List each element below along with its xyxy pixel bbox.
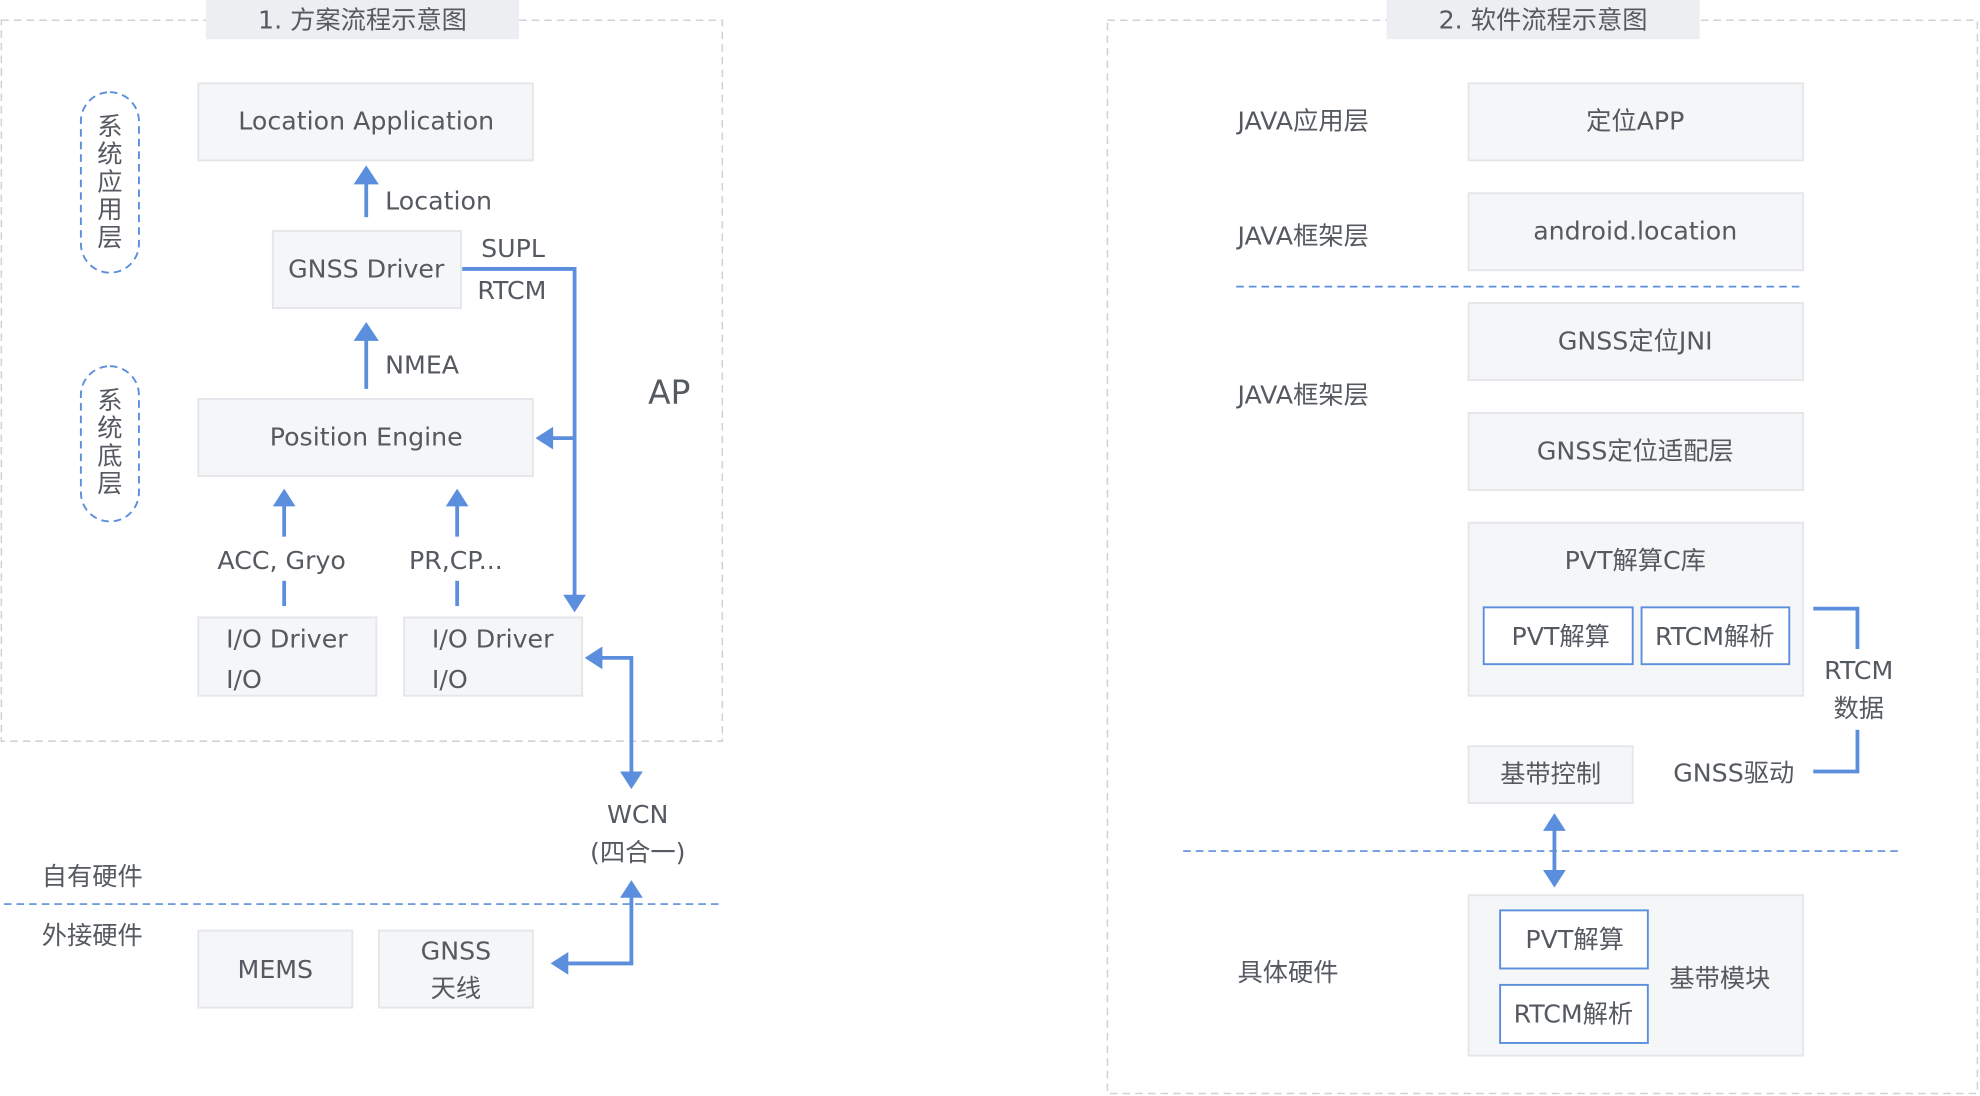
layer-app-char: 层 bbox=[97, 223, 122, 252]
ap-label: AP bbox=[648, 374, 690, 412]
arrow-down-icon bbox=[620, 771, 643, 790]
location-application-label: Location Application bbox=[238, 107, 494, 136]
io-driver-box-1 bbox=[197, 616, 378, 697]
android-location-box bbox=[1467, 192, 1805, 272]
gnss-antenna-box bbox=[377, 929, 534, 1009]
external-hardware-label: 外接硬件 bbox=[42, 921, 143, 950]
hw-pvt-solve-box bbox=[1499, 909, 1649, 970]
layer-base-char: 统 bbox=[97, 414, 122, 443]
pvt-solve-box bbox=[1482, 606, 1634, 666]
position-engine-box bbox=[197, 398, 534, 477]
hw-rtcm-parse-box bbox=[1499, 983, 1649, 1044]
gnss-antenna-label: GNSS bbox=[421, 936, 492, 965]
panel-title-box bbox=[1386, 0, 1700, 40]
layer-base-pill bbox=[79, 365, 140, 523]
arrow-up-icon bbox=[1543, 813, 1566, 831]
io-label: I/O bbox=[432, 665, 468, 694]
gnss-driver-label: GNSS Driver bbox=[288, 254, 445, 283]
arrow-up-icon bbox=[353, 165, 379, 185]
location-application-box bbox=[197, 82, 534, 162]
gnss-jni-box bbox=[1467, 302, 1805, 382]
arrow-down-icon bbox=[1543, 869, 1566, 888]
rtcm-parse-box bbox=[1640, 606, 1791, 666]
android-location-label: android.location bbox=[1533, 217, 1737, 246]
location-label: Location bbox=[385, 186, 492, 215]
arrow-up-icon bbox=[620, 880, 643, 898]
wcn-label: WCN bbox=[607, 800, 669, 829]
baseband-control-box bbox=[1467, 745, 1634, 805]
baseband-control-label: 基带控制 bbox=[1500, 760, 1601, 789]
acc-gryo-label: ACC, Gryo bbox=[217, 546, 345, 575]
hw-pvt-solve-label: PVT解算 bbox=[1525, 925, 1623, 954]
java-framework-layer-label: JAVA框架层 bbox=[1235, 381, 1368, 410]
hw-rtcm-parse-label: RTCM解析 bbox=[1514, 999, 1634, 1028]
arrow-left-icon bbox=[535, 426, 554, 450]
wcn-sub-label: (四合一) bbox=[590, 838, 685, 867]
io-label: I/O bbox=[226, 665, 262, 694]
layer-base-char: 底 bbox=[97, 441, 122, 470]
arrow-up-icon bbox=[272, 488, 296, 507]
pvt-lib-label: PVT解算C库 bbox=[1565, 546, 1706, 575]
mems-box bbox=[197, 929, 354, 1009]
panel-title: 1. 方案流程示意图 bbox=[258, 6, 467, 35]
baseband-module-label: 基带模块 bbox=[1669, 964, 1770, 993]
arrow-up-icon bbox=[353, 321, 379, 341]
position-engine-label: Position Engine bbox=[270, 422, 463, 451]
layer-base-char: 层 bbox=[97, 469, 122, 498]
layer-app-char: 应 bbox=[97, 167, 122, 196]
wcn-antenna-line bbox=[567, 896, 634, 966]
io-driver-label: I/O Driver bbox=[432, 624, 554, 653]
hardware-label: 具体硬件 bbox=[1237, 958, 1338, 987]
rtcm-data-bg bbox=[1815, 649, 1905, 730]
layer-app-char: 系 bbox=[97, 112, 122, 141]
pr-cp-label: PR,CP... bbox=[409, 546, 503, 575]
rtcm-data-label: RTCM bbox=[1824, 656, 1893, 685]
io-wcn-line bbox=[599, 655, 634, 773]
locate-app-box bbox=[1467, 82, 1805, 162]
gnss-antenna-label: 天线 bbox=[431, 974, 482, 1003]
own-hardware-label: 自有硬件 bbox=[42, 862, 143, 891]
supl-label: SUPL bbox=[481, 234, 545, 263]
gnss-adapter-label: GNSS定位适配层 bbox=[1537, 436, 1734, 465]
java-app-layer-label: JAVA应用层 bbox=[1235, 107, 1368, 136]
gnss-adapter-box bbox=[1467, 411, 1805, 491]
gnss-jni-label: GNSS定位JNI bbox=[1558, 326, 1713, 355]
rtcm-label: RTCM bbox=[477, 276, 546, 305]
solution-flow-panel: 1. 方案流程示意图 系 统 应 用 层 系 统 底 层 Location Ap… bbox=[0, 0, 724, 742]
rtcm-parse-label: RTCM解析 bbox=[1655, 622, 1775, 651]
arrow-up-icon bbox=[445, 488, 469, 507]
layer-base-char: 系 bbox=[97, 386, 122, 415]
supl-rtcm-line bbox=[462, 267, 577, 596]
arrow-left-icon bbox=[550, 952, 569, 975]
layer-app-pill bbox=[79, 91, 140, 274]
gnss-drive-label: GNSS驱动 bbox=[1673, 758, 1794, 787]
panel-title: 2. 软件流程示意图 bbox=[1439, 6, 1648, 35]
layer-app-char: 用 bbox=[97, 195, 122, 224]
locate-app-label: 定位APP bbox=[1586, 107, 1684, 136]
software-flow-panel: 2. 软件流程示意图 JAVA应用层 JAVA框架层 JAVA框架层 具体硬件 … bbox=[1106, 0, 1979, 1095]
nmea-label: NMEA bbox=[385, 350, 460, 379]
rtcm-data-label: 数据 bbox=[1833, 694, 1884, 723]
pvt-solve-label: PVT解算 bbox=[1512, 622, 1610, 651]
io-driver-label: I/O Driver bbox=[226, 624, 348, 653]
arrow-down-icon bbox=[563, 594, 586, 613]
layer-app-char: 统 bbox=[97, 140, 122, 169]
mems-label: MEMS bbox=[238, 955, 314, 984]
gnss-driver-box bbox=[271, 230, 462, 310]
panel-title-box bbox=[205, 0, 520, 40]
arrow-left-icon bbox=[584, 646, 603, 670]
java-framework-layer-label: JAVA框架层 bbox=[1235, 222, 1368, 251]
io-driver-box-2 bbox=[403, 616, 584, 697]
